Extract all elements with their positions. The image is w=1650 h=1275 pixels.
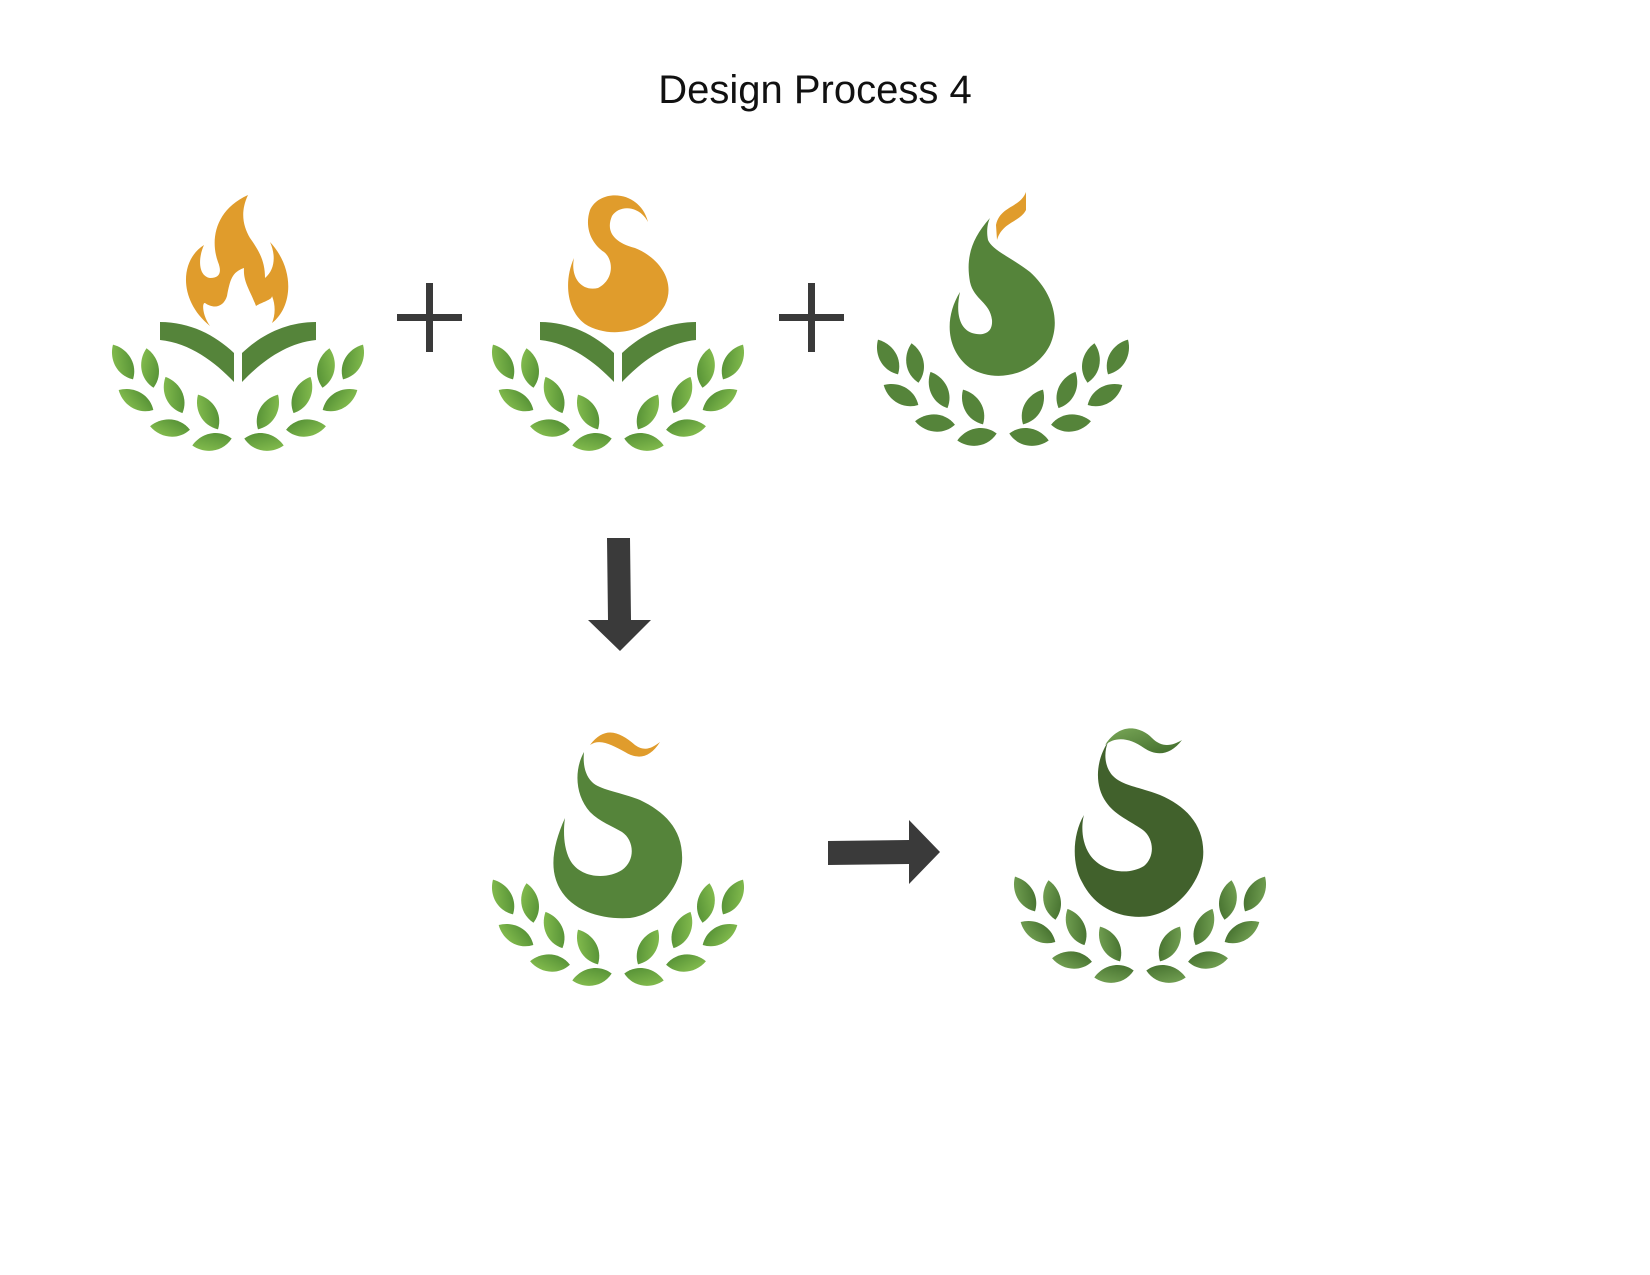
s-shape-icon <box>949 218 1055 376</box>
arch-right-icon <box>622 322 696 382</box>
page-title: Design Process 4 <box>0 68 1650 113</box>
arch-right-icon <box>242 322 316 382</box>
arch-left-icon <box>160 322 234 382</box>
wreath-icon <box>486 340 751 454</box>
wreath-icon <box>106 340 371 454</box>
plus-icon <box>779 283 844 352</box>
plus-icon <box>397 283 462 352</box>
logo-final <box>1008 728 1273 986</box>
arrow-right-icon <box>828 820 940 884</box>
orange-tip-icon <box>590 732 660 757</box>
s-flame-icon <box>568 195 669 333</box>
logo-concept-flame <box>106 195 371 454</box>
title-text: Design Process 4 <box>658 68 972 112</box>
logo-concept-s-orange <box>486 195 751 454</box>
orange-tip-icon <box>996 192 1026 240</box>
leaf-tip-icon <box>1105 728 1182 754</box>
s-shape-icon <box>553 752 683 919</box>
arrow-down-icon <box>588 538 651 651</box>
arch-left-icon <box>540 322 614 382</box>
logo-concept-s-green <box>871 192 1136 449</box>
logo-merged-draft <box>486 732 751 988</box>
flame-icon <box>185 195 289 326</box>
s-shape-icon <box>1074 742 1204 917</box>
